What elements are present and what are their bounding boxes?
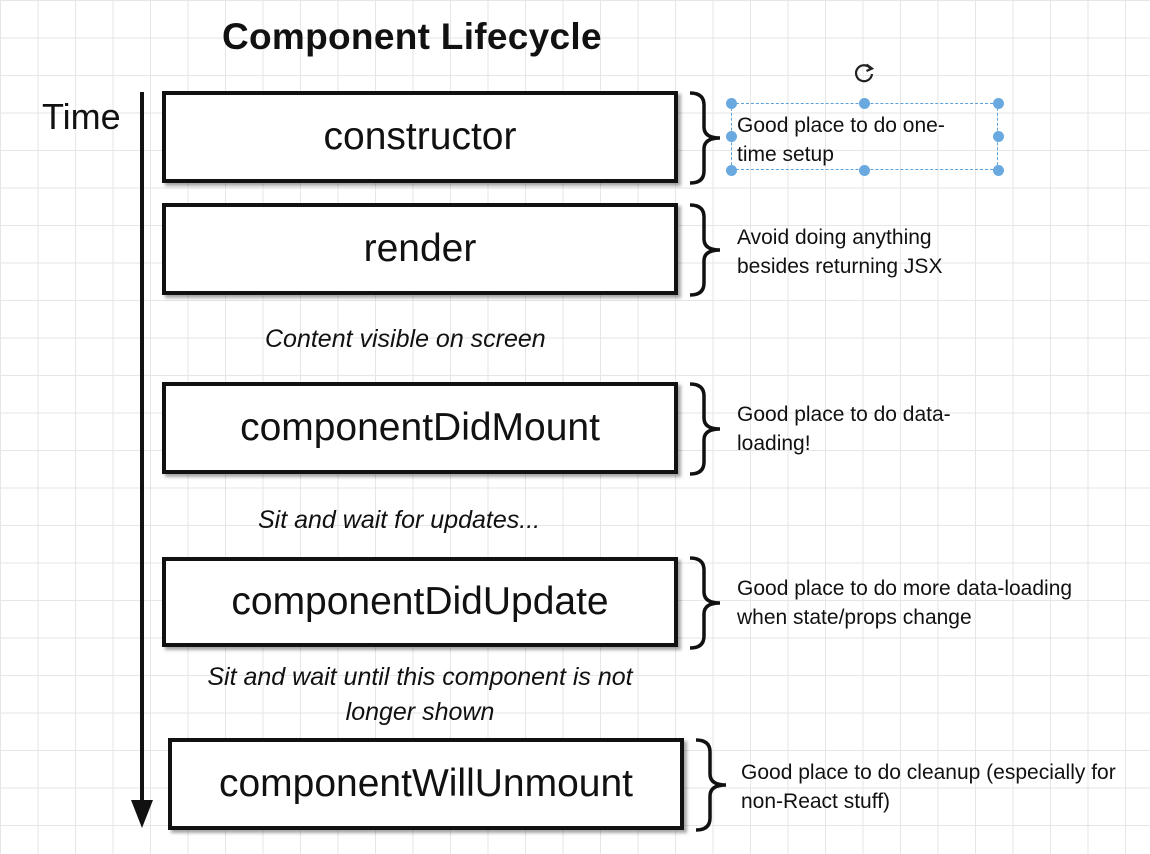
time-arrow-head (131, 800, 153, 828)
resize-handle[interactable] (993, 131, 1004, 142)
stage-component-did-mount[interactable]: componentDidMount (162, 382, 678, 474)
brace-component-did-update (689, 556, 721, 650)
brace-render (689, 203, 721, 297)
resize-handle[interactable] (859, 165, 870, 176)
resize-handle[interactable] (993, 98, 1004, 109)
time-arrow (140, 92, 144, 808)
stage-render[interactable]: render (162, 203, 678, 295)
rotate-icon[interactable] (852, 60, 878, 86)
diagram-title: Component Lifecycle (222, 16, 602, 57)
annotation-wait-for-updates: Sit and wait for updates... (258, 506, 541, 534)
brace-component-did-mount (689, 382, 721, 476)
note-render: Avoid doing anything besides returning J… (737, 226, 943, 278)
time-axis-label: Time (42, 96, 121, 137)
stage-component-did-update[interactable]: componentDidUpdate (162, 557, 678, 647)
resize-handle[interactable] (726, 165, 737, 176)
brace-component-will-unmount (695, 738, 727, 832)
note-constructor: Good place to do one-time setup (737, 114, 945, 166)
note-component-will-unmount: Good place to do cleanup (especially for… (741, 761, 1116, 813)
brace-constructor (689, 91, 721, 185)
resize-handle[interactable] (859, 98, 870, 109)
note-component-did-mount: Good place to do data-loading! (737, 403, 951, 455)
note-component-did-update: Good place to do more data-loading when … (737, 577, 1073, 629)
annotation-content-visible: Content visible on screen (265, 325, 546, 353)
resize-handle[interactable] (726, 131, 737, 142)
resize-handle[interactable] (993, 165, 1004, 176)
annotation-wait-until-unmount: Sit and wait until this component is not… (207, 663, 633, 726)
resize-handle[interactable] (726, 98, 737, 109)
stage-component-will-unmount[interactable]: componentWillUnmount (168, 738, 684, 830)
stage-constructor[interactable]: constructor (162, 91, 678, 183)
